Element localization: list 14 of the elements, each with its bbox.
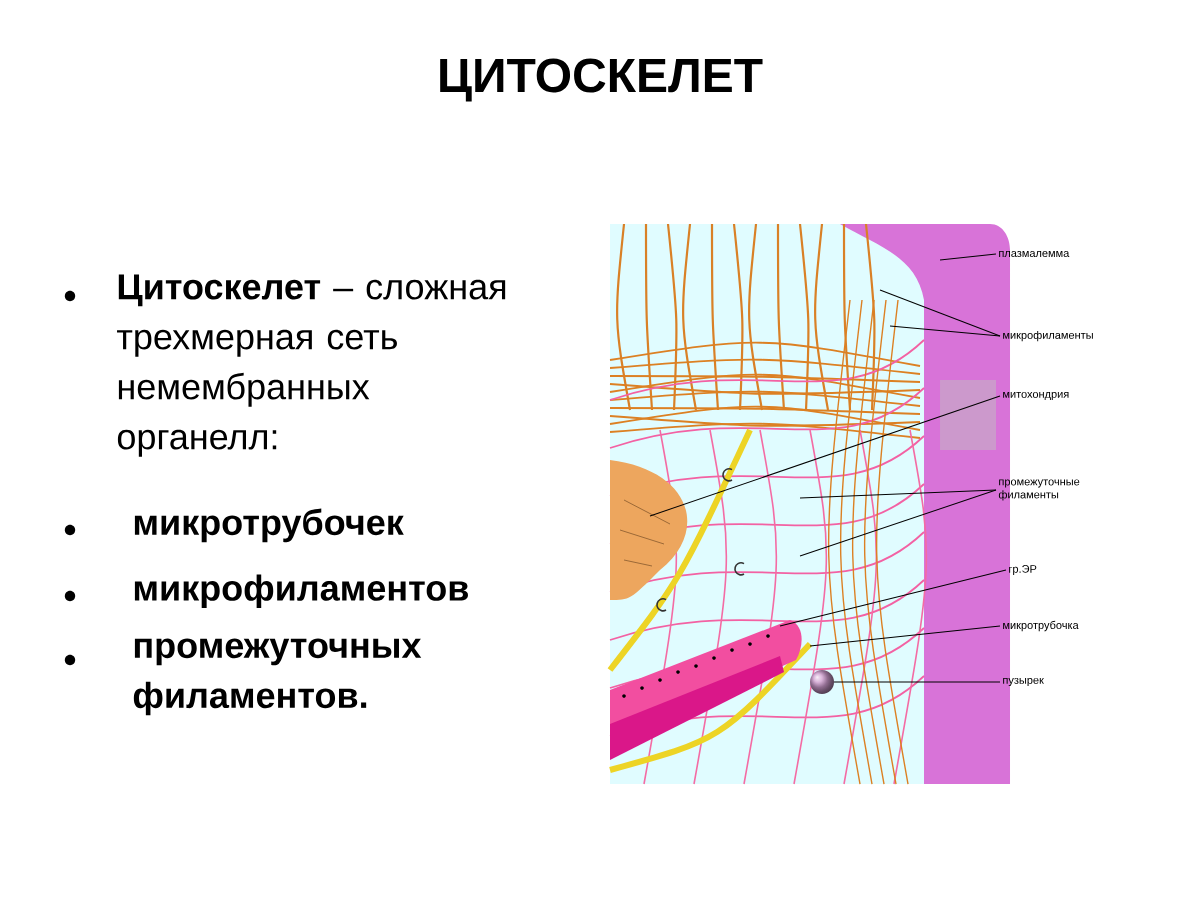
- leader-line: [799, 489, 997, 557]
- bullet-text: Цитоскелет – сложная трехмерная сеть немембранных органелл:: [117, 274, 506, 457]
- bullet-text: микротрубочек: [134, 508, 404, 543]
- leader-line: [939, 253, 997, 261]
- leader-line: [833, 681, 1001, 683]
- bullet-text: промежуточных филаментов.: [133, 638, 422, 716]
- leader-line: [889, 325, 1001, 337]
- leader-line: [879, 289, 1001, 337]
- bullet-text: микрофиламентов: [134, 574, 468, 608]
- title: ЦИТОСКЕЛЕТ: [440, 58, 763, 102]
- leader-line: [809, 625, 1001, 647]
- leader-line: [799, 489, 997, 499]
- leader-line: [779, 569, 1007, 627]
- leader-line: [649, 395, 1001, 517]
